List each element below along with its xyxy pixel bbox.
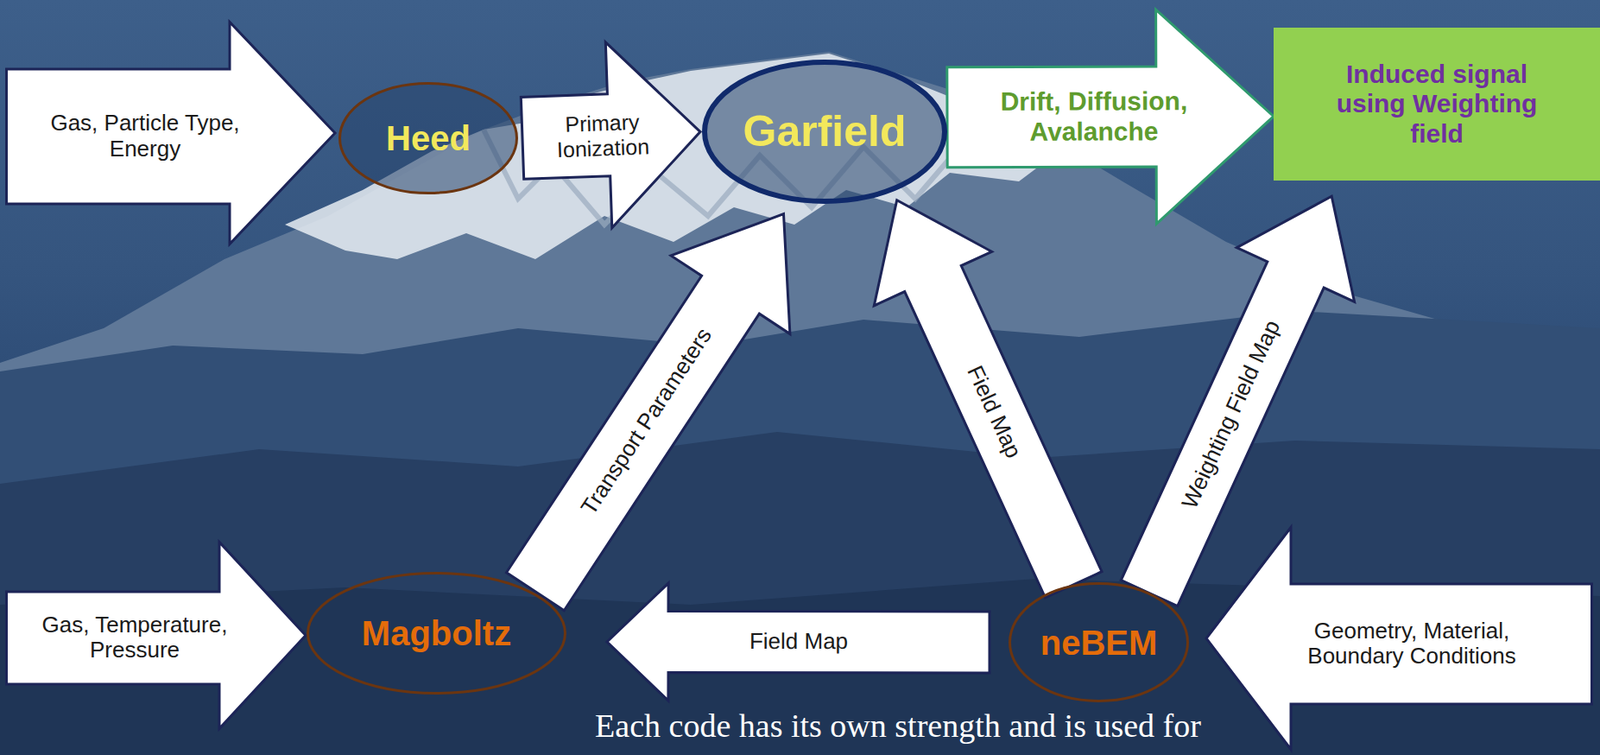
edge-label: Primary Ionization — [543, 107, 662, 162]
node-text: Induced signal using Weighting field — [1321, 59, 1553, 150]
edge-label-box: Field Map — [961, 360, 1027, 462]
block-arrow-shape — [1206, 527, 1593, 750]
node-text: Magboltz — [361, 613, 512, 653]
ellipse-shape — [1010, 583, 1189, 702]
edge-label-box: Weighting Field Map — [1176, 316, 1286, 513]
edge-label: Weighting Field Map — [1176, 316, 1286, 513]
node-text: neBEM — [1040, 622, 1158, 663]
ridge-mid — [0, 431, 1600, 755]
input-arrow: Gas, Particle Type, Energy — [5, 20, 337, 246]
code-ellipse: Heed — [338, 82, 519, 195]
input-arrow: Geometry, Material, Boundary Conditions — [1204, 525, 1594, 751]
ellipse-shape — [340, 83, 518, 194]
edge-label: Transport Parameters — [576, 323, 718, 520]
edge-label-box: Drift, Diffusion, Avalanche — [981, 86, 1207, 147]
text-area: Geometry, Material, Boundary Conditions — [1269, 618, 1555, 671]
edge-label-box: Field Map — [748, 628, 848, 655]
node-text: Garfield — [743, 107, 907, 158]
text-area: Gas, Temperature, Pressure — [13, 612, 256, 665]
edge-label: Field Map — [961, 360, 1027, 462]
ridge-far — [0, 310, 1600, 755]
code-ellipse: Magboltz — [306, 571, 567, 695]
block-arrow-connector — [520, 42, 701, 228]
output-box: Induced signal using Weighting field — [1273, 27, 1600, 181]
node-text: Heed — [385, 118, 471, 159]
edge-label-box: Transport Parameters — [576, 323, 718, 520]
caption: Each code has its own strength and is us… — [594, 708, 1202, 745]
input-arrow: Gas, Temperature, Pressure — [5, 540, 308, 730]
block-arrow-connector — [947, 9, 1274, 224]
node-text: Gas, Temperature, Pressure — [13, 612, 256, 665]
block-arrow-shape — [6, 542, 307, 729]
ellipse-shape — [704, 62, 945, 202]
code-ellipse: Garfield — [701, 59, 948, 204]
block-arrow-connector — [1120, 196, 1354, 606]
node-text: Gas, Particle Type, Energy — [15, 110, 275, 163]
block-arrow-connector — [873, 200, 1102, 598]
ellipse-shape — [308, 573, 566, 694]
block-arrow-shape — [6, 22, 336, 245]
block-arrow-connector — [506, 214, 791, 611]
node-text: Geometry, Material, Boundary Conditions — [1269, 618, 1555, 671]
text-area: Gas, Particle Type, Energy — [15, 110, 275, 163]
block-arrow-connector — [607, 582, 990, 701]
edge-label: Field Map — [748, 628, 848, 655]
edge-label: Drift, Diffusion, Avalanche — [981, 86, 1207, 147]
edge-label-box: Primary Ionization — [543, 107, 662, 162]
code-ellipse: neBEM — [1008, 581, 1189, 702]
